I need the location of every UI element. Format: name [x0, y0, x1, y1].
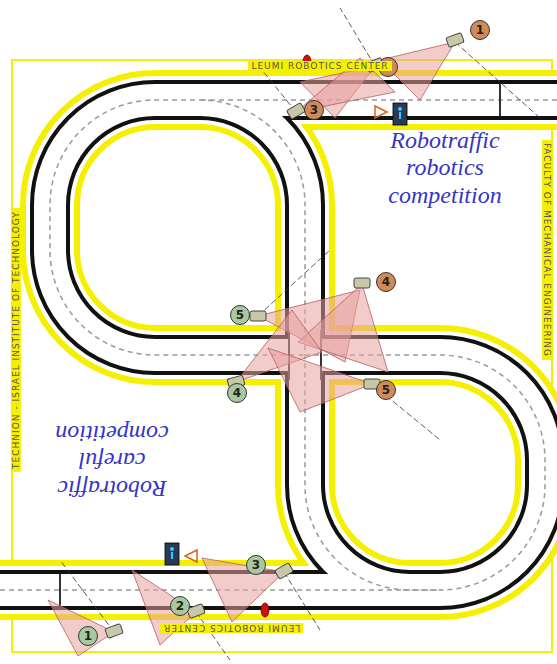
- callout-circle: 4: [227, 383, 247, 403]
- side-banner: FACULTY OF MECHANICAL ENGINEERING: [542, 140, 552, 360]
- callout-number: 4: [233, 387, 241, 399]
- callout-circle: 1: [470, 20, 490, 40]
- callout-number: 1: [476, 24, 484, 36]
- competition-title: Robotraffic careful competition: [27, 419, 197, 502]
- callout-circle: 1: [78, 626, 98, 646]
- callout-number: 5: [236, 309, 244, 321]
- callout-circle: 4: [376, 272, 396, 292]
- callout-number: 3: [252, 559, 260, 571]
- callout-number: 5: [382, 384, 390, 396]
- callout-circle: 5: [376, 380, 396, 400]
- callout-circle: 3: [246, 555, 266, 575]
- callout-circle: 2: [170, 596, 190, 616]
- callout-number: 3: [310, 104, 318, 116]
- track-banner: LEUMI ROBOTICS CENTER: [160, 623, 303, 633]
- callout-circle: 3: [304, 100, 324, 120]
- track-banner: LEUMI ROBOTICS CENTER: [248, 61, 391, 71]
- callout-number: 4: [382, 276, 390, 288]
- callout-circle: 5: [230, 305, 250, 325]
- callout-number: 2: [176, 600, 184, 612]
- side-banner: TECHNION - ISRAEL INSTITUTE OF TECHNOLOG…: [11, 208, 21, 472]
- competition-title: Robotraffic robotics competition: [360, 127, 530, 210]
- callout-number: 1: [84, 630, 92, 642]
